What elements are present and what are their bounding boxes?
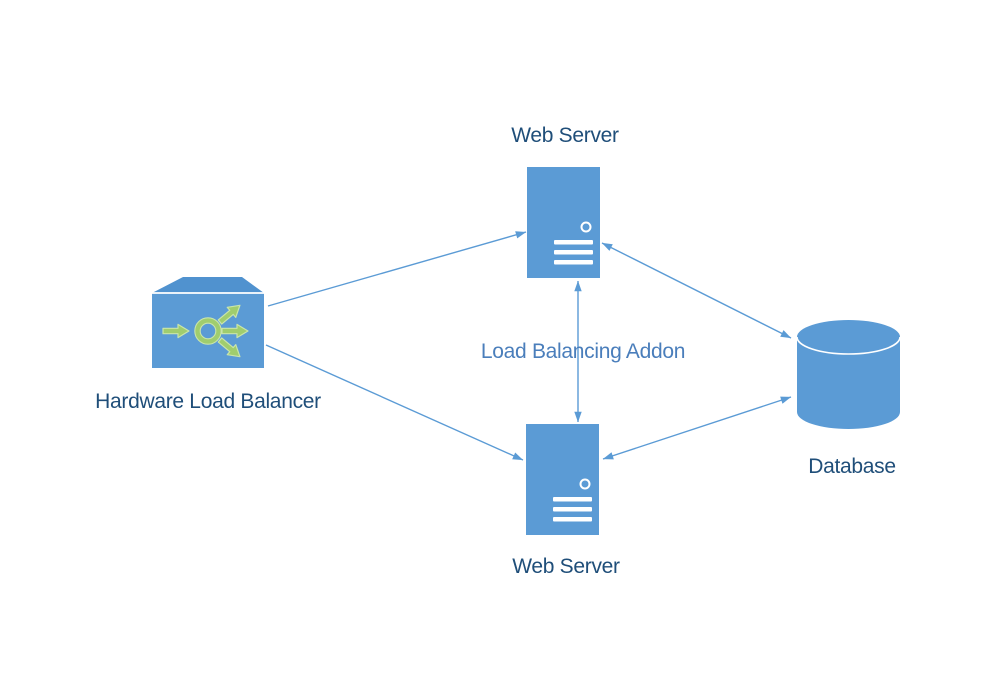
- database-cylinder-icon: [796, 320, 901, 429]
- connector-loadbalancer-to-webserver-top: [267, 231, 527, 307]
- load-balancing-addon-annotation: Load Balancing Addon: [481, 340, 685, 363]
- web-server-bottom-label: Web Server: [512, 555, 620, 578]
- node-web-server-top: Web Server: [511, 124, 619, 279]
- connector-webserver-bottom-to-database: [602, 396, 792, 460]
- server-tower-icon: [526, 166, 601, 279]
- connector-loadbalancer-to-webserver-bottom: [265, 344, 524, 461]
- web-server-top-label: Web Server: [511, 124, 619, 147]
- connector-webserver-top-to-database: [601, 242, 792, 339]
- node-web-server-bottom: Web Server: [512, 423, 620, 578]
- load-balancer-label: Hardware Load Balancer: [95, 390, 321, 413]
- server-tower-icon: [525, 423, 600, 536]
- distribute-arrows-icon: [162, 299, 249, 363]
- node-database: Database: [796, 320, 901, 478]
- node-hardware-load-balancer: Hardware Load Balancer: [95, 277, 321, 413]
- database-label: Database: [808, 455, 896, 478]
- load-balancer-box-top-face: [152, 277, 264, 293]
